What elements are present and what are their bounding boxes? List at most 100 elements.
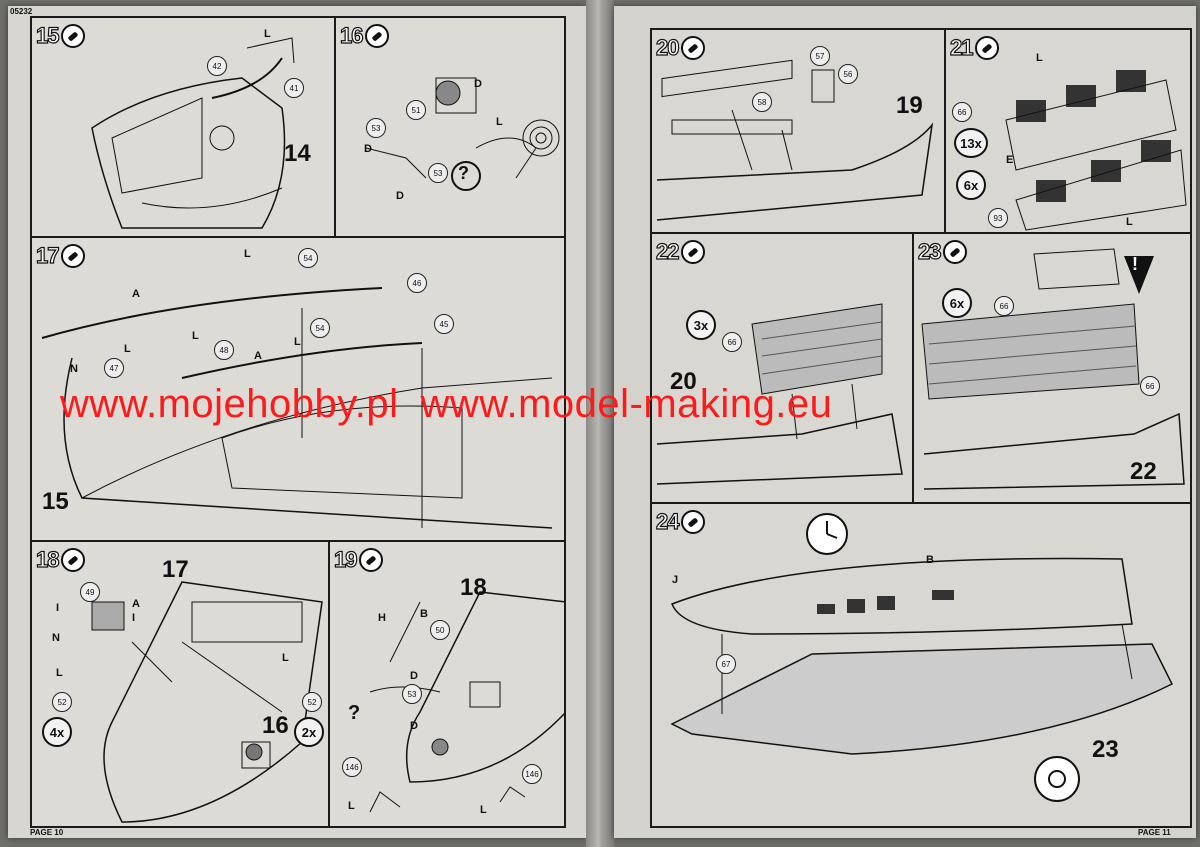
step-24-badge: 24 — [655, 508, 706, 536]
step-15-ref: 14 — [284, 140, 311, 167]
step-18-panel: 18 49 52 52 I A I N L L 17 16 4x 2x — [30, 540, 330, 828]
part-66: 66 — [952, 102, 972, 122]
decal-letter: J — [672, 574, 679, 586]
step-22-ref: 20 — [670, 368, 697, 395]
step-16-badge: 16 — [339, 22, 390, 50]
part-49: 49 — [80, 582, 100, 602]
decal-letter: L — [244, 248, 251, 260]
step-20-drawing — [656, 59, 934, 221]
step-19-badge: 19 — [333, 546, 384, 574]
decal-letter: N — [70, 363, 78, 375]
part-52: 52 — [52, 692, 72, 712]
step-15-panel: 15 42 41 L 14 — [30, 16, 336, 238]
part-146: 146 — [342, 757, 362, 777]
step-20-panel: 20 57 56 58 19 — [650, 28, 946, 234]
book-fold — [586, 0, 614, 847]
step-16-number: 16 — [339, 22, 364, 48]
watermark-link-a: www.mojehobby.pl — [60, 382, 399, 426]
part-67: 67 — [716, 654, 736, 674]
glue-icon — [975, 36, 1000, 60]
step-21-badge: 21 — [949, 34, 1000, 62]
decal-letter: L — [348, 800, 355, 812]
step-19-panel: 19 50 53 146 146 H B D D L L 18 ? — [328, 540, 566, 828]
step-22-drawing — [656, 303, 903, 485]
multiplier-6x: 6x — [956, 170, 986, 200]
decal-letter: B — [926, 554, 934, 566]
part-93: 93 — [988, 208, 1008, 228]
decal-letter: N — [52, 632, 60, 644]
step-23-ref: 22 — [1130, 458, 1157, 485]
step-18-ref-b: 16 — [262, 712, 289, 739]
step-15-badge: 15 — [35, 22, 86, 50]
step-15-number: 15 — [35, 22, 60, 48]
multiplier-13x: 13x — [954, 128, 988, 158]
decal-letter: L — [480, 804, 487, 816]
step-20-ref: 19 — [896, 92, 923, 119]
decal-letter: L — [1036, 52, 1043, 64]
step-24-ref: 23 — [1092, 736, 1119, 763]
glue-icon — [943, 240, 968, 264]
decal-letter: B — [420, 608, 428, 620]
step-17-number: 17 — [35, 242, 60, 268]
part-48: 48 — [214, 340, 234, 360]
glue-icon — [61, 548, 86, 572]
step-18-badge: 18 — [35, 546, 86, 574]
decal-letter: A — [132, 598, 140, 610]
decal-letter: A — [132, 288, 140, 300]
glue-icon — [365, 24, 390, 48]
decal-letter: H — [378, 612, 386, 624]
part-57: 57 — [810, 46, 830, 66]
part-46: 46 — [407, 273, 427, 293]
step-17-badge: 17 — [35, 242, 86, 270]
decal-letter: E — [1006, 154, 1014, 166]
part-53: 53 — [402, 684, 422, 704]
part-45: 45 — [434, 314, 454, 334]
step-21-drawing — [1005, 70, 1187, 231]
decal-letter: L — [294, 336, 301, 348]
glue-icon — [681, 510, 706, 534]
step-24-drawing — [670, 513, 1174, 802]
step-24-panel: 24 67 J B 23 — [650, 502, 1192, 828]
step-17-ref: 15 — [42, 488, 69, 515]
step-23-badge: 23 — [917, 238, 968, 266]
decal-letter: D — [410, 670, 418, 682]
step-18-drawing — [91, 581, 323, 823]
step-18-number: 18 — [35, 546, 60, 572]
decal-letter: L — [264, 28, 271, 40]
decal-letter: A — [254, 350, 262, 362]
decal-letter: L — [192, 330, 199, 342]
decal-letter: D — [396, 190, 404, 202]
decal-letter: D — [364, 143, 372, 155]
part-47: 47 — [104, 358, 124, 378]
warning-icon: ! — [1132, 254, 1138, 274]
step-20-badge: 20 — [655, 34, 706, 62]
step-22-panel: 22 66 3x 20 — [650, 232, 914, 504]
part-146: 146 — [522, 764, 542, 784]
step-21-panel: 21 66 93 L E L 13x 6x — [944, 28, 1192, 234]
watermark: www.mojehobby.pl www.model-making.eu — [60, 382, 1160, 432]
part-66: 66 — [722, 332, 742, 352]
watermark-link-b: www.model-making.eu — [420, 382, 833, 426]
multiplier-6x: 6x — [942, 288, 972, 318]
multiplier-2x: 2x — [294, 717, 324, 747]
step-19-number: 19 — [333, 546, 358, 572]
glue-icon — [681, 240, 706, 264]
decal-letter: L — [124, 343, 131, 355]
decal-letter: I — [56, 602, 60, 614]
part-58: 58 — [752, 92, 772, 112]
decal-letter: D — [474, 78, 482, 90]
multiplier-4x: 4x — [42, 717, 72, 747]
step-24-number: 24 — [655, 508, 680, 534]
step-21-number: 21 — [949, 34, 974, 60]
part-41: 41 — [284, 78, 304, 98]
step-16-panel: 16 51 53 53 D L D D ? — [334, 16, 566, 238]
step-23-panel: 23 66 66 6x 22 ! — [912, 232, 1192, 504]
step-18-ref-a: 17 — [162, 556, 189, 583]
step-23-drawing — [921, 248, 1185, 490]
question-icon: ? — [348, 702, 361, 724]
step-16-drawing — [365, 77, 560, 191]
glue-icon — [61, 24, 86, 48]
part-51: 51 — [406, 100, 426, 120]
part-56: 56 — [838, 64, 858, 84]
part-66: 66 — [1140, 376, 1160, 396]
